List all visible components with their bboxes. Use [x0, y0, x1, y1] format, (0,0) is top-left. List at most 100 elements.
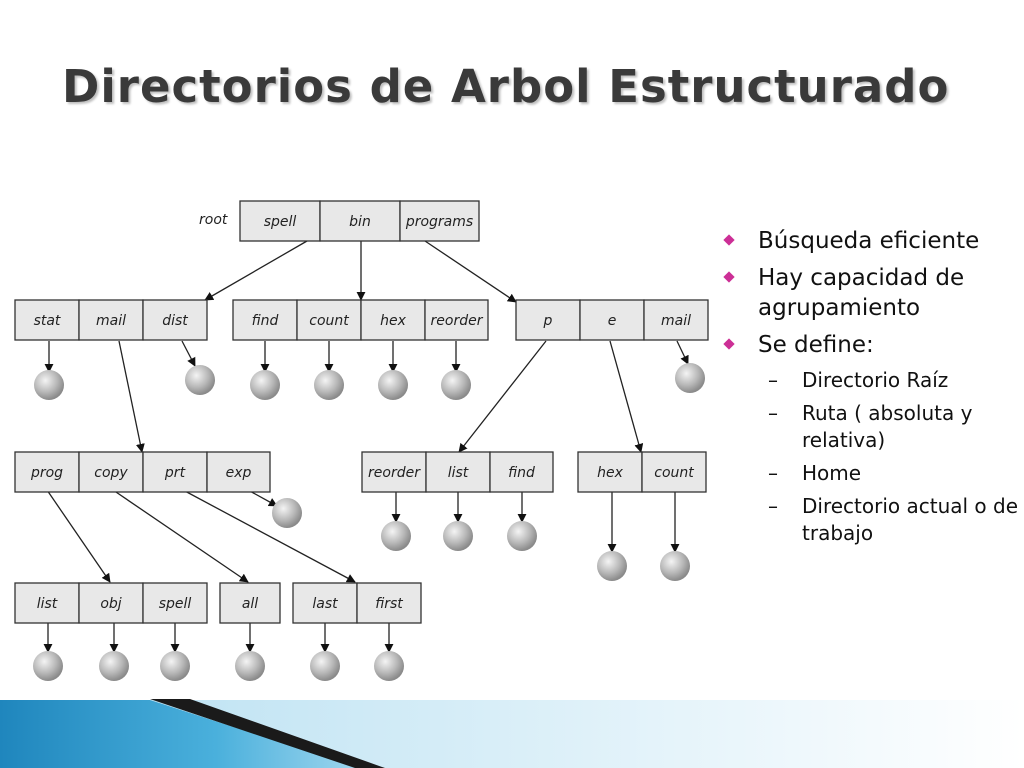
- directory-label-find: find: [252, 313, 279, 329]
- directory-label-count: count: [309, 313, 349, 329]
- sub-bullet-item: –Home: [722, 460, 1022, 487]
- file-node-icon: [272, 498, 302, 528]
- directory-label-find: find: [508, 465, 535, 481]
- directory-box-reorder: [361, 451, 427, 493]
- link-prog-to-list-row: [46, 489, 111, 583]
- file-node-icon: [597, 551, 627, 581]
- directory-label-reorder: reorder: [431, 313, 484, 329]
- directory-box-hex: [577, 451, 643, 493]
- bullet-item: Búsqueda eficiente: [722, 226, 1022, 256]
- directory-label-stat: stat: [34, 313, 61, 329]
- directory-box-mail: [78, 299, 144, 341]
- directory-box-spell: [142, 582, 208, 624]
- directory-box-reorder: [424, 299, 489, 341]
- footer-pale-band: [150, 700, 1024, 768]
- sub-bullet-text: Home: [802, 461, 862, 485]
- link-copy-to-all: [112, 489, 249, 583]
- bullet-item: Hay capacidad de agrupamiento: [722, 263, 1022, 323]
- file-node-icon: [374, 651, 404, 681]
- file-node-icon: [441, 370, 471, 400]
- directory-label-reorder: reorder: [368, 465, 421, 481]
- file-node-icon: [381, 521, 411, 551]
- file-node-icon: [160, 651, 190, 681]
- file-node-icon: [660, 551, 690, 581]
- directory-label-spell: spell: [159, 596, 192, 612]
- directory-box-last: [292, 582, 358, 624]
- directory-box-list: [425, 451, 491, 493]
- file-node-icon: [250, 370, 280, 400]
- link-programs-to-p-row: [424, 240, 517, 303]
- link-exp-to-file: [247, 489, 278, 507]
- file-node-icon: [310, 651, 340, 681]
- link-mail2-to-file: [676, 340, 689, 365]
- directory-box-copy: [78, 451, 144, 493]
- directory-label-first: first: [375, 596, 403, 612]
- bullet-item: Se define:: [722, 330, 1022, 360]
- directory-box-all: [219, 582, 281, 624]
- bullet-list: Búsqueda eficiente Hay capacidad de agru…: [722, 226, 1022, 553]
- file-node-icon: [378, 370, 408, 400]
- directory-label-prt: prt: [164, 465, 186, 481]
- directory-label-mail: mail: [661, 313, 691, 329]
- bullet-dash-icon: –: [768, 494, 778, 518]
- file-nodes: [33, 363, 705, 681]
- directory-box-find: [232, 299, 298, 341]
- bullet-text: Hay capacidad de agrupamiento: [758, 265, 965, 321]
- directory-box-bin: [319, 200, 401, 242]
- bullet-dash-icon: –: [768, 368, 778, 392]
- link-p-to-reorder-row: [458, 340, 547, 453]
- footer-dark-stripe: [150, 699, 385, 768]
- file-node-icon: [99, 651, 129, 681]
- file-node-icon: [314, 370, 344, 400]
- tree-links: [43, 240, 689, 653]
- sub-bullet-text: Directorio Raíz: [802, 368, 949, 392]
- directory-label-last: last: [312, 596, 338, 612]
- directory-box-hex: [360, 299, 426, 341]
- slide-title: Directorios de Arbol Estructurado: [62, 60, 950, 113]
- directory-label-p: p: [543, 313, 553, 329]
- sub-bullet-item: –Directorio actual o de trabajo: [722, 493, 1022, 547]
- directory-box-first: [356, 582, 422, 624]
- sub-bullet-item: –Directorio Raíz: [722, 367, 1022, 394]
- directory-box-mail: [643, 299, 709, 341]
- file-node-icon: [33, 651, 63, 681]
- footer-blue-band: [0, 700, 360, 768]
- directory-label-e: e: [608, 313, 617, 329]
- file-node-icon: [675, 363, 705, 393]
- bullet-text: Búsqueda eficiente: [758, 228, 980, 254]
- directory-label-hex: hex: [380, 313, 406, 329]
- directory-label-mail: mail: [96, 313, 126, 329]
- directory-box-prog: [14, 451, 80, 493]
- directory-box-obj: [78, 582, 144, 624]
- directory-label-hex: hex: [597, 465, 623, 481]
- directory-box-programs: [399, 200, 480, 242]
- directory-label-obj: obj: [100, 596, 121, 612]
- directory-box-find: [489, 451, 554, 493]
- file-node-icon: [185, 365, 215, 395]
- directory-label-prog: prog: [30, 465, 63, 481]
- sub-bullet-text: Directorio actual o de trabajo: [802, 494, 1019, 545]
- bullet-dash-icon: –: [768, 401, 778, 425]
- directory-label-copy: copy: [94, 465, 128, 481]
- directory-box-prt: [142, 451, 208, 493]
- link-e-to-hex-row: [609, 340, 644, 453]
- directory-label-programs: programs: [405, 214, 473, 230]
- directory-label-dist: dist: [162, 313, 188, 329]
- directory-box-spell: [239, 200, 321, 242]
- root-label: root: [199, 212, 228, 228]
- directory-label-all: all: [242, 596, 258, 612]
- directory-label-spell: spell: [264, 214, 297, 230]
- file-node-icon: [34, 370, 64, 400]
- link-mail-to-prog-row: [118, 340, 145, 453]
- directory-label-count: count: [654, 465, 694, 481]
- file-node-icon: [235, 651, 265, 681]
- directory-box-dist: [142, 299, 208, 341]
- link-dist-to-file: [181, 340, 196, 367]
- file-node-icon: [443, 521, 473, 551]
- directory-box-p: [515, 299, 581, 341]
- bullet-text: Se define:: [758, 332, 874, 358]
- sub-bullet-item: –Ruta ( absoluta y relativa): [722, 400, 1022, 454]
- link-spell-to-stat-row: [204, 240, 308, 301]
